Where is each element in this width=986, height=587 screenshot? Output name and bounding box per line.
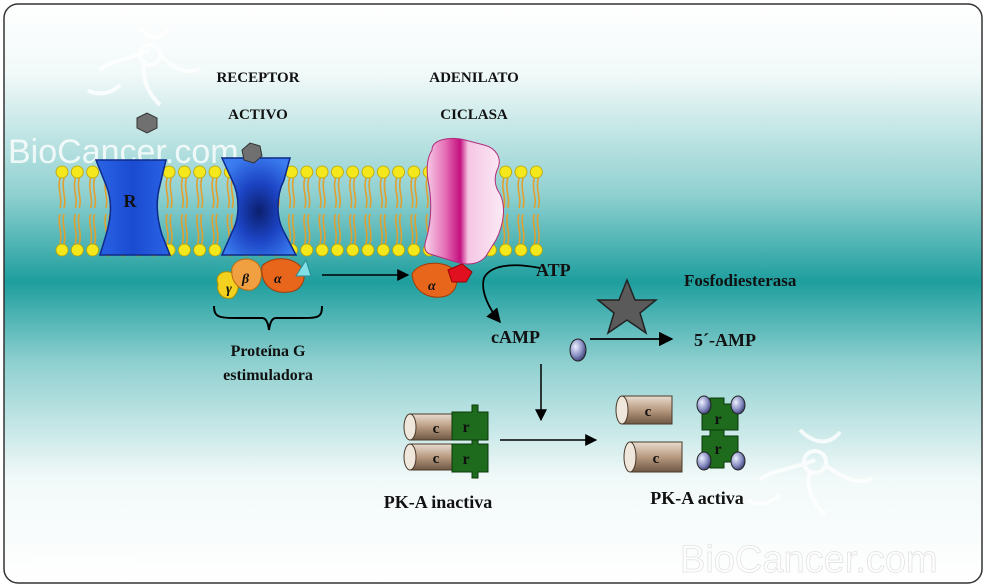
svg-text:r: r	[462, 419, 469, 436]
lipid-pair	[208, 165, 222, 257]
camp-molecule	[730, 395, 746, 415]
camp-molecule	[696, 395, 712, 415]
adenylate-cyclase	[424, 137, 504, 265]
svg-text:c: c	[433, 451, 440, 467]
lipid-pair	[330, 165, 344, 257]
camp-molecule	[696, 451, 712, 471]
pka-c-subunit: c	[403, 443, 459, 471]
proteina-g-label-2: estimuladora	[223, 367, 313, 384]
svg-text:c: c	[653, 451, 660, 467]
pka-inactive: c c r r	[403, 404, 489, 479]
alpha-subunit-bound	[411, 262, 458, 298]
watermark-brand-bottom: BioCancer.com	[680, 539, 938, 581]
lipid-pair	[407, 165, 421, 257]
lipid-pair	[392, 165, 406, 257]
pka-c-subunit-free: c	[615, 395, 673, 425]
ligand-hexagon-free	[136, 112, 158, 134]
atp-label: ATP	[536, 260, 571, 280]
lipid-pair	[300, 165, 314, 257]
lipid-pair	[55, 165, 69, 257]
g-protein-complex: γ β α	[216, 258, 312, 299]
gamma-label: γ	[226, 282, 232, 297]
lipid-pair	[529, 165, 543, 257]
svg-text:c: c	[433, 421, 440, 437]
svg-text:c: c	[645, 404, 652, 420]
proteina-g-label-1: Proteína G	[231, 343, 306, 360]
lipid-pair	[361, 165, 375, 257]
watermark-logo-bottom	[746, 428, 874, 517]
phosphodiesterase-star	[595, 277, 659, 335]
pka-inactiva-label: PK-A inactiva	[384, 492, 493, 512]
svg-text:r: r	[714, 441, 721, 458]
lipid-pair	[499, 165, 513, 257]
receptor-active	[220, 157, 298, 256]
lipid-pair	[70, 165, 84, 257]
receptor-r-label: R	[124, 191, 138, 211]
pka-r-dimer: r r	[696, 395, 746, 471]
copyright-notice: © BioCancer.com	[34, 552, 135, 567]
adenilato-label-2: CICLASA	[440, 107, 508, 123]
lipid-pair	[193, 165, 207, 257]
camp-molecule	[730, 451, 746, 471]
receptor-activo-label-2: ACTIVO	[228, 107, 288, 123]
amp-label: 5´-AMP	[694, 330, 756, 350]
arrow-atp-to-camp	[482, 264, 541, 324]
lipid-pair	[376, 165, 390, 257]
pka-active: c c r r	[615, 395, 746, 473]
ligand-hexagon-bound	[241, 142, 263, 164]
pka-activa-label: PK-A activa	[650, 488, 743, 508]
receptor-inactive: R	[94, 159, 172, 256]
svg-text:r: r	[462, 451, 469, 468]
alpha-ac-label: α	[428, 279, 436, 294]
lipid-pair	[315, 165, 329, 257]
lipid-pair	[86, 165, 99, 257]
g-protein-brace	[213, 305, 323, 331]
beta-label: β	[241, 272, 250, 287]
pka-r-subunit: r	[451, 439, 489, 479]
camp-molecule	[569, 338, 587, 362]
camp-label: cAMP	[491, 327, 540, 347]
lipid-pair	[177, 165, 191, 257]
lipid-pair	[346, 165, 360, 257]
fosfodiesterasa-label: Fosfodiesterasa	[684, 271, 797, 290]
watermark-logo-top	[86, 26, 202, 107]
svg-text:r: r	[714, 411, 721, 428]
catalytic-site	[447, 263, 473, 283]
pka-c-subunit-free: c	[623, 441, 683, 473]
receptor-activo-label-1: RECEPTOR	[216, 70, 299, 86]
lipid-pair	[514, 165, 528, 257]
alpha-label: α	[274, 272, 282, 287]
adenilato-label-1: ADENILATO	[429, 70, 518, 86]
pka-c-subunit: c	[403, 413, 459, 441]
